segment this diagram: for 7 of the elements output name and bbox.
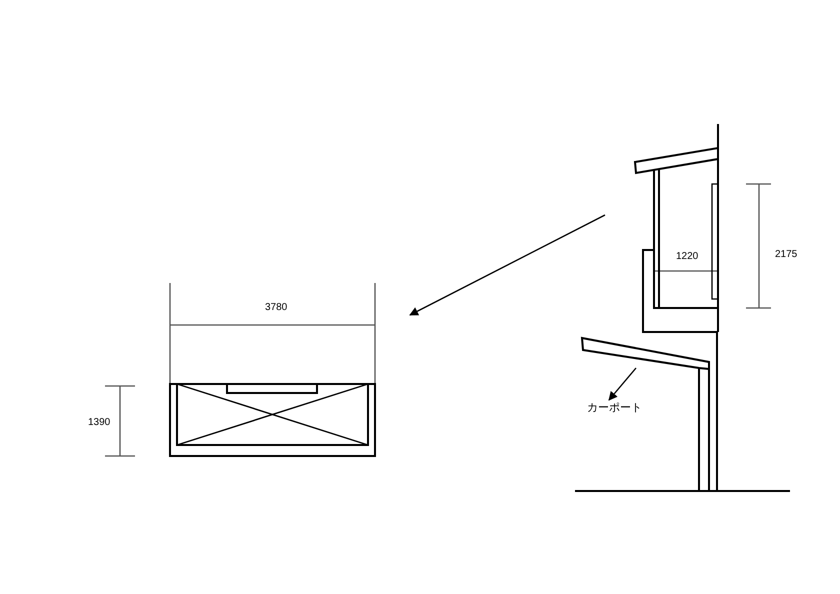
view-arrow [409,214,606,316]
dimension-label: 1390 [88,417,110,429]
dimension-label: 1220 [676,251,698,263]
dimension-label: 3780 [265,302,288,314]
leader-line [608,368,636,401]
dimension-label: 2175 [775,249,798,261]
callout-text: カーポート [587,401,642,415]
